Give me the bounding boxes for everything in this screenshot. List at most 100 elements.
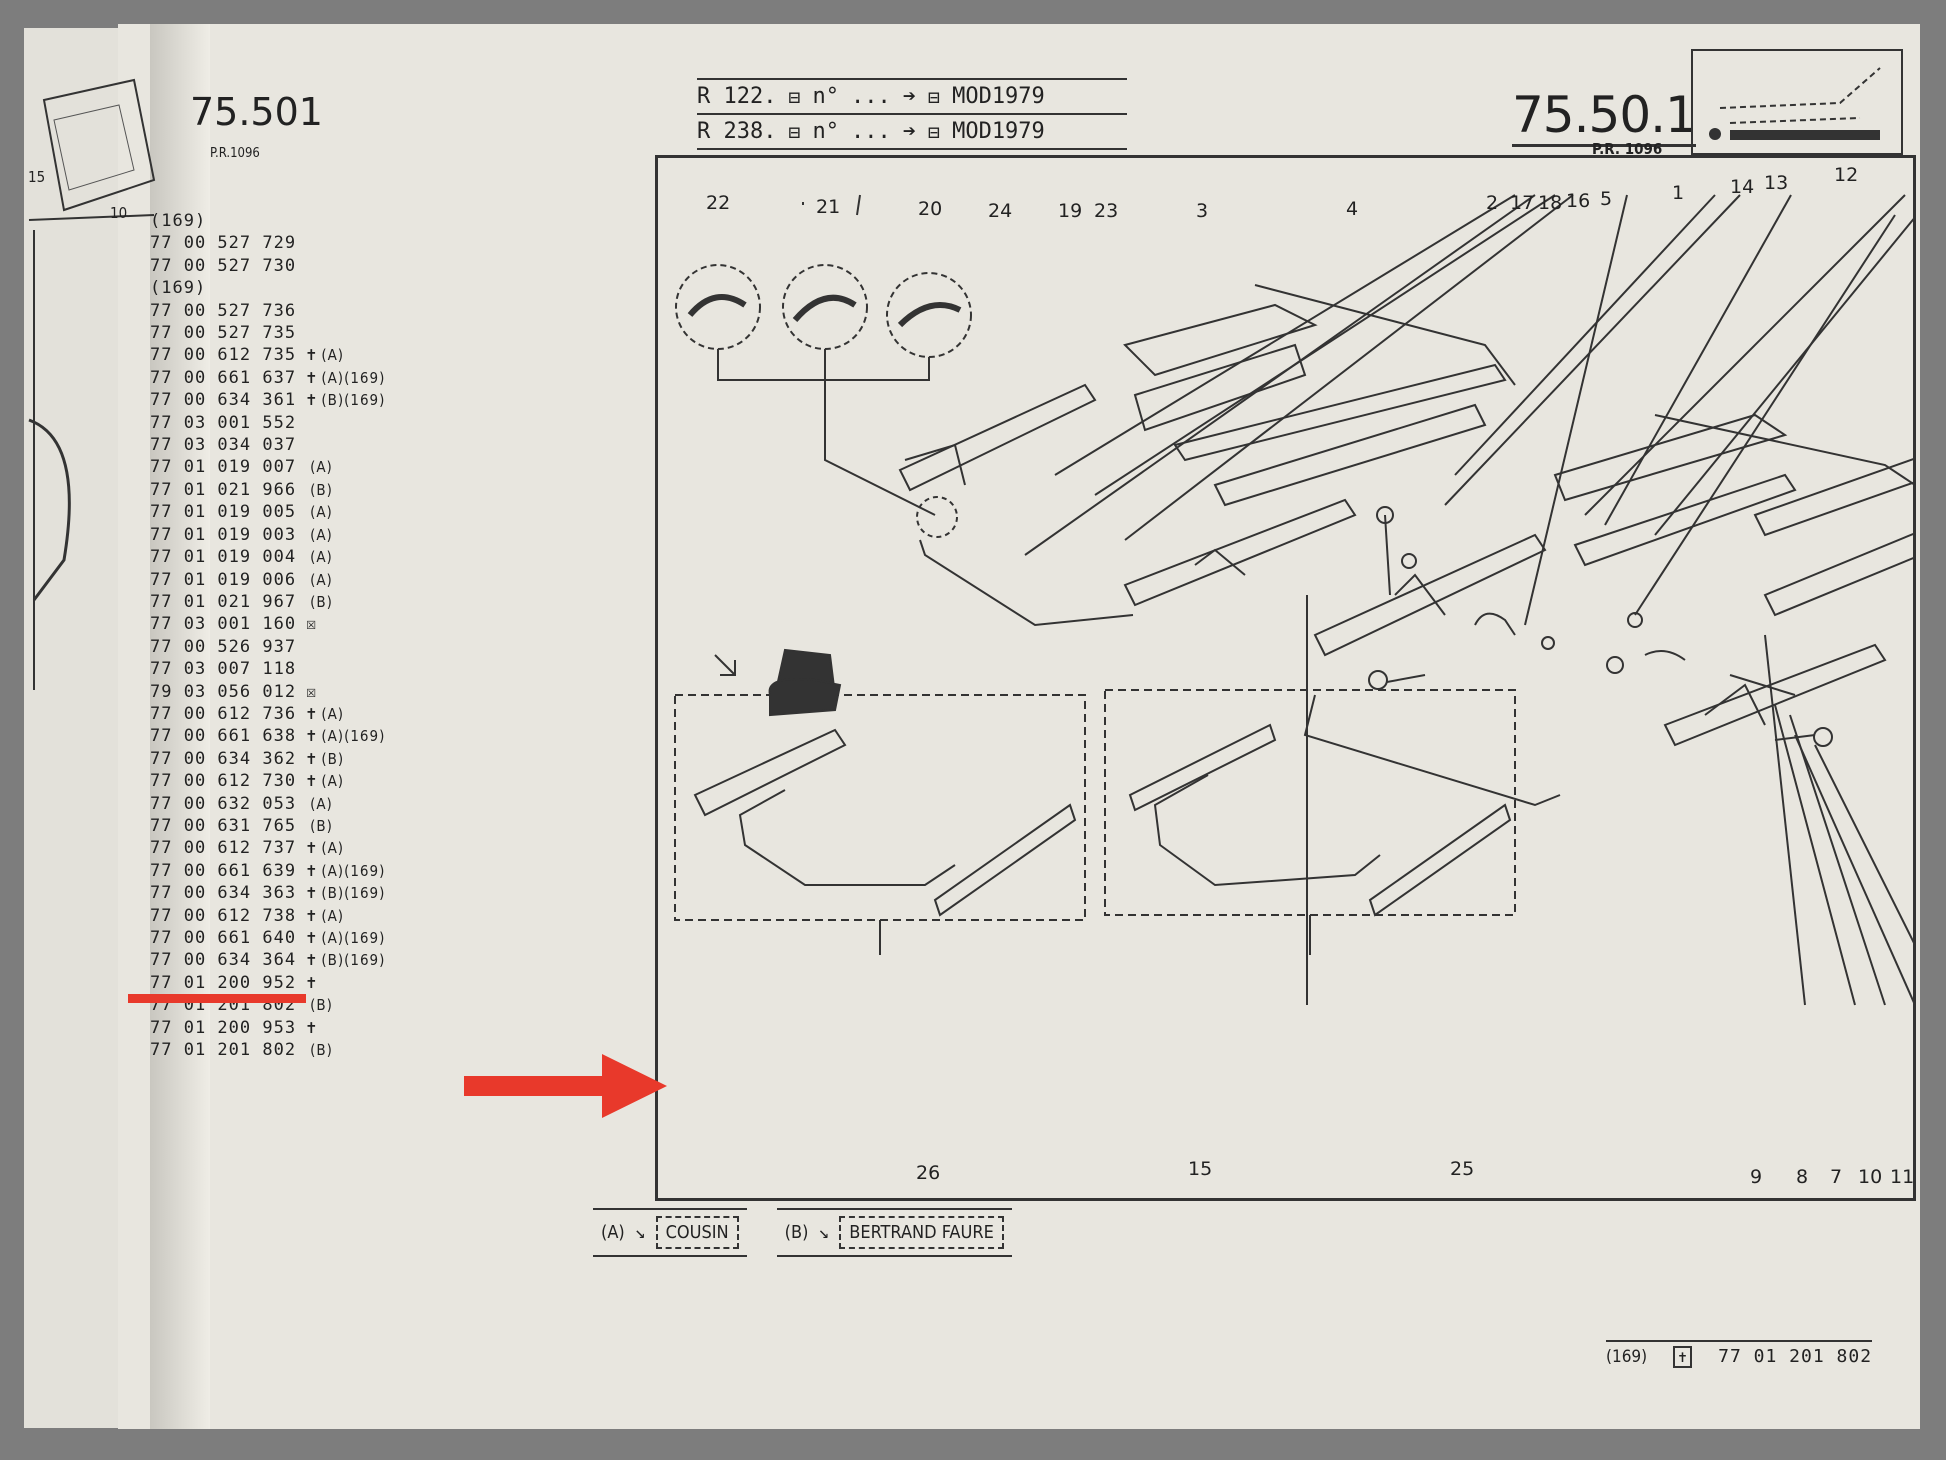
part-number: 77 01 021 967 bbox=[150, 591, 297, 612]
model-line-1-sym: n° bbox=[812, 84, 840, 109]
parts-list-row: 77 03 001 552 bbox=[150, 412, 385, 434]
right-page bbox=[118, 24, 1920, 1429]
part-note: (B) bbox=[310, 1041, 333, 1060]
legend-item-a: (A) ↘ COUSIN bbox=[593, 1208, 747, 1257]
legend: (A) ↘ COUSIN (B) ↘ BERTRAND FAURE bbox=[593, 1208, 1012, 1257]
footer: (169) ✝ 77 01 201 802 bbox=[1606, 1340, 1873, 1369]
part-number: 77 03 001 552 bbox=[150, 412, 297, 433]
part-mark: ☒ bbox=[306, 681, 318, 702]
parts-list-row: 77 00 612 735✝(A) bbox=[150, 344, 385, 366]
part-mark: ✝ bbox=[306, 905, 318, 926]
part-number: 77 00 661 639 bbox=[150, 860, 297, 881]
part-note: (B) bbox=[310, 480, 333, 499]
parts-list-row: 77 03 034 037 bbox=[150, 434, 385, 456]
part-number: 79 03 056 012 bbox=[150, 681, 297, 702]
part-number: 77 01 200 952 bbox=[150, 972, 297, 993]
callout-8: 8 bbox=[1796, 1166, 1809, 1188]
parts-list-row: 77 00 661 638✝(A)(169) bbox=[150, 725, 385, 747]
part-mark: ✝ bbox=[306, 748, 318, 769]
part-number: 77 03 007 118 bbox=[150, 659, 297, 680]
left-callout-b: 10 bbox=[110, 204, 128, 222]
part-number: 77 01 019 005 bbox=[150, 502, 297, 523]
parts-list-row: 79 03 056 012 ☒ bbox=[150, 681, 385, 703]
parts-list-row: 77 01 019 007(A) bbox=[150, 456, 385, 478]
part-note: (A) bbox=[310, 548, 333, 567]
part-note: (A) bbox=[321, 906, 345, 925]
part-number: 77 00 634 364 bbox=[150, 950, 297, 971]
model-line-1-mod: MOD1979 bbox=[952, 84, 1045, 109]
callout-22: 22 bbox=[706, 192, 731, 214]
part-mark: ✝ bbox=[306, 726, 318, 747]
parts-list-row: 77 01 200 953 ✝ bbox=[150, 1017, 385, 1039]
parts-list-row: 77 01 019 003 (A) bbox=[150, 524, 385, 546]
seat-thumbnail-icon bbox=[1691, 49, 1903, 155]
legend-label-b: BERTRAND FAURE bbox=[839, 1216, 1004, 1249]
parts-list-row: 77 00 612 738 ✝(A) bbox=[150, 905, 385, 927]
diagonal-arrow-icon: ↘ bbox=[818, 1222, 830, 1243]
part-number: 77 01 019 003 bbox=[150, 524, 297, 545]
callout-9: 9 bbox=[1750, 1166, 1763, 1188]
parts-list-row: 77 00 632 053(A) bbox=[150, 793, 385, 815]
pr-ref: P.R. 1096 bbox=[1592, 140, 1663, 158]
section-code: 75.50.1 bbox=[1512, 86, 1697, 147]
part-mark: ✝ bbox=[306, 838, 318, 859]
part-note: (A)(169) bbox=[321, 861, 386, 880]
model-line-2-sym: n° bbox=[812, 119, 840, 144]
callout-20: 20 bbox=[918, 198, 943, 220]
parts-list-row: 77 00 612 730✝(A) bbox=[150, 770, 385, 792]
model-line-1-dots: ... bbox=[851, 84, 891, 109]
callout-13: 13 bbox=[1764, 172, 1789, 194]
parts-list-row: 77 00 661 639 ✝(A)(169) bbox=[150, 860, 385, 882]
part-note: (A)(169) bbox=[321, 929, 386, 947]
legend-key-b: (B) bbox=[784, 1222, 809, 1243]
part-number: 77 00 526 937 bbox=[150, 636, 297, 657]
callout-5: 5 bbox=[1600, 188, 1613, 210]
part-mark: ✝ bbox=[306, 1017, 318, 1038]
parts-list-row: 77 00 527 729 bbox=[150, 232, 385, 254]
part-note: (B)(169) bbox=[321, 391, 386, 410]
part-mark: ✝ bbox=[306, 703, 318, 724]
part-note: (A) bbox=[310, 794, 333, 813]
footer-ref: (169) bbox=[1606, 1347, 1648, 1368]
legend-key-a: (A) bbox=[601, 1222, 625, 1243]
left-pr-ref: P.R.1096 bbox=[210, 146, 260, 161]
parts-list-row: 77 01 019 004(A) bbox=[150, 546, 385, 568]
callout-4: 4 bbox=[1346, 198, 1359, 220]
part-mark: ✝ bbox=[306, 860, 318, 881]
part-number: 77 00 527 735 bbox=[150, 323, 297, 344]
arrow-right-icon: ➔ bbox=[902, 119, 917, 144]
part-number: 77 00 634 363 bbox=[150, 883, 297, 904]
part-note: (A) bbox=[310, 503, 333, 522]
part-mark: ✝ bbox=[306, 771, 318, 792]
exploded-diagram bbox=[674, 194, 1913, 1006]
part-number: 77 00 612 737 bbox=[150, 838, 297, 859]
model-line-2-dots: ... bbox=[851, 119, 891, 144]
part-number: 77 01 021 966 bbox=[150, 479, 297, 500]
parts-list-row: 77 01 019 006(A) bbox=[150, 569, 385, 591]
part-number: 77 01 019 007 bbox=[150, 457, 297, 478]
callout-19: 19 bbox=[1058, 200, 1083, 222]
part-note: (B) bbox=[321, 749, 345, 768]
part-note: (A)(169) bbox=[321, 727, 386, 746]
callout-18: 18 bbox=[1538, 192, 1563, 214]
part-number: 77 01 200 953 bbox=[150, 1017, 297, 1038]
parts-list-row: (169) bbox=[150, 210, 385, 232]
car-symbol-icon: ⊟ bbox=[788, 84, 801, 109]
part-number: 77 01 201 802 bbox=[150, 1040, 297, 1061]
part-note: (A) bbox=[321, 346, 345, 365]
part-number: 77 00 661 640 bbox=[150, 928, 297, 948]
callout-25: 25 bbox=[1450, 1158, 1475, 1180]
part-note: (B) bbox=[310, 592, 333, 611]
parts-list-row: 77 00 634 362 ✝(B) bbox=[150, 748, 385, 770]
callout-23: 23 bbox=[1094, 200, 1119, 222]
parts-list-row: 77 00 612 736✝(A) bbox=[150, 703, 385, 725]
part-number: 77 00 612 738 bbox=[150, 905, 297, 926]
parts-list-row: 77 00 661 640✝(A)(169) bbox=[150, 927, 385, 949]
part-mark: ✝ bbox=[306, 883, 318, 904]
part-number: 77 00 634 362 bbox=[150, 748, 297, 769]
parts-list-row: 77 03 001 160☒ bbox=[150, 613, 385, 635]
part-note: (A) bbox=[321, 839, 345, 858]
part-number: (169) bbox=[150, 278, 207, 299]
part-note: (A) bbox=[310, 525, 333, 544]
